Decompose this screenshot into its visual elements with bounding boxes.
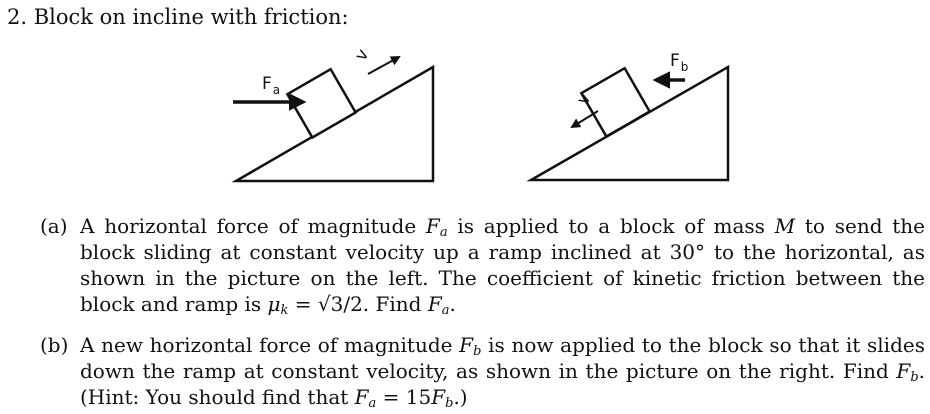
subscript-b: b <box>910 370 919 385</box>
subscript-k: k <box>280 303 289 318</box>
part-b-text-1: A new horizontal force of magnitude <box>80 333 460 357</box>
part-b-text-5: .) <box>453 385 468 409</box>
left-incline-figure: Fa v <box>231 46 435 183</box>
part-b-label: (b) <box>40 333 69 357</box>
right-force-label: Fb <box>670 51 688 74</box>
subscript-a: a <box>439 225 448 240</box>
symbol-F: F <box>425 214 440 238</box>
part-a-text: A horizontal force of magnitude Fa is ap… <box>80 213 925 317</box>
left-block <box>285 67 358 140</box>
subscript-b: b <box>473 344 482 359</box>
part-b-text-3: . (Hint: You should find that <box>80 359 925 409</box>
part-a-text-1: A horizontal force of magnitude <box>80 214 426 238</box>
symbol-M: M <box>774 214 796 238</box>
right-block <box>579 66 652 139</box>
part-a-text-2: is applied to a block of mass <box>447 214 775 238</box>
subscript-a: a <box>368 396 377 411</box>
right-incline-figure: Fb v <box>526 51 730 182</box>
incline-figures: Fa v Fb v <box>231 46 730 183</box>
subscript-a: a <box>441 303 450 318</box>
part-a: (a) A horizontal force of magnitude Fa i… <box>40 213 925 317</box>
problem-title: 2. Block on incline with friction: <box>7 5 349 29</box>
part-b-text-2: is now applied to the block so that it s… <box>80 333 925 383</box>
part-a-text-3: to send the block sliding at constant ve… <box>80 214 926 316</box>
part-b: (b) A new horizontal force of magnitude … <box>40 332 925 410</box>
right-velocity-arrow <box>570 110 599 129</box>
part-a-label: (a) <box>40 214 68 238</box>
part-a-text-4: = √3/2. Find <box>288 292 428 316</box>
symbol-mu: μ <box>267 292 281 316</box>
symbol-F: F <box>459 333 474 357</box>
symbol-F: F <box>431 385 446 409</box>
left-velocity-arrow <box>367 56 401 75</box>
symbol-F: F <box>354 385 369 409</box>
symbol-F: F <box>896 359 911 383</box>
part-b-text: A new horizontal force of magnitude Fb i… <box>80 332 925 410</box>
symbol-F: F <box>427 292 442 316</box>
subscript-b: b <box>445 396 454 411</box>
part-b-text-4: = 15 <box>376 385 432 409</box>
part-a-text-5: . <box>449 292 456 316</box>
left-velocity-label: v <box>351 46 373 65</box>
left-force-label: Fa <box>262 74 280 97</box>
